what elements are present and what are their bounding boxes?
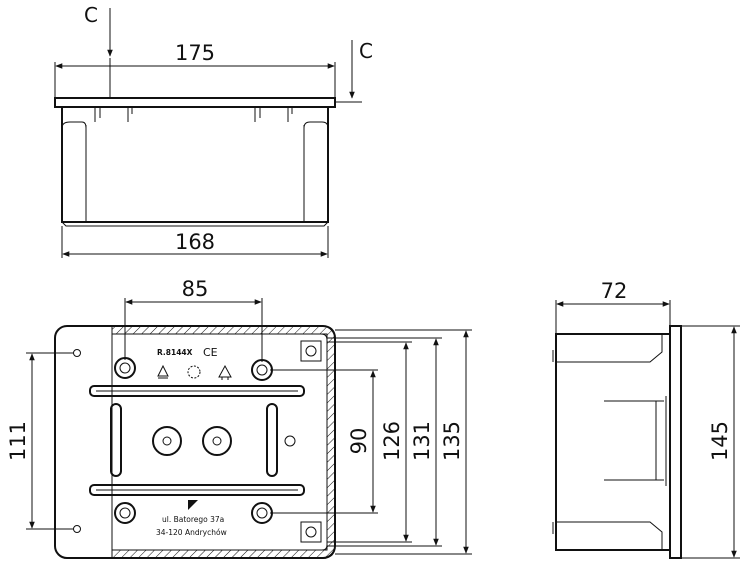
side-bracket	[604, 396, 667, 486]
latch-left	[94, 107, 133, 122]
dim-label-131: 131	[410, 421, 434, 461]
lid-outline	[54, 97, 336, 108]
dim-label-126: 126	[380, 421, 404, 461]
dim-label-135: 135	[440, 421, 464, 461]
corner-screw-tr	[300, 340, 322, 362]
inner-walls	[85, 125, 305, 222]
side-flange	[669, 325, 682, 559]
tree-icon	[218, 364, 232, 380]
corner-screw-br-head	[305, 526, 317, 538]
bosses	[114, 357, 273, 524]
knockout-left	[152, 426, 182, 456]
dim-label-85: 85	[182, 277, 209, 301]
dim-label-90: 90	[347, 428, 371, 455]
slot-right	[266, 403, 278, 477]
front-view: R.8144X CE ul. Batorego 37a 34-120 Andry…	[6, 277, 472, 559]
knockout-right	[202, 426, 232, 456]
dim-label-175: 175	[175, 41, 215, 65]
dim-label-145: 145	[708, 421, 732, 461]
top-view: 175 168 C C	[54, 3, 373, 258]
dim-label-72: 72	[601, 279, 628, 303]
dim-label-111: 111	[6, 421, 30, 461]
address-line-1: ul. Batorego 37a	[162, 515, 224, 524]
base-lip	[61, 221, 329, 227]
address-line-2: 34-120 Andrychów	[156, 528, 227, 537]
side-body	[555, 333, 670, 551]
mount-hole-top	[73, 349, 81, 357]
din-rail-bottom	[89, 484, 305, 496]
din-rail-top	[89, 385, 305, 397]
recycle-icon	[187, 365, 201, 379]
logo-icon	[188, 500, 198, 510]
slot-left	[110, 403, 122, 477]
ce-mark: CE	[203, 346, 218, 359]
latch-right	[254, 107, 293, 122]
wall-tabs	[61, 121, 329, 129]
side-view: 72 145	[552, 279, 740, 559]
section-mark-left: C	[84, 3, 98, 27]
home-icon	[157, 364, 169, 379]
box-body	[61, 107, 329, 223]
section-mark-right: C	[359, 39, 373, 63]
mount-hole-bottom	[73, 525, 81, 533]
small-hole	[284, 435, 296, 447]
dim-label-168: 168	[175, 230, 215, 254]
model-label: R.8144X	[157, 348, 193, 357]
corner-screw-tr-head	[305, 345, 317, 357]
side-steps	[556, 334, 663, 550]
corner-screw-br	[300, 521, 322, 543]
